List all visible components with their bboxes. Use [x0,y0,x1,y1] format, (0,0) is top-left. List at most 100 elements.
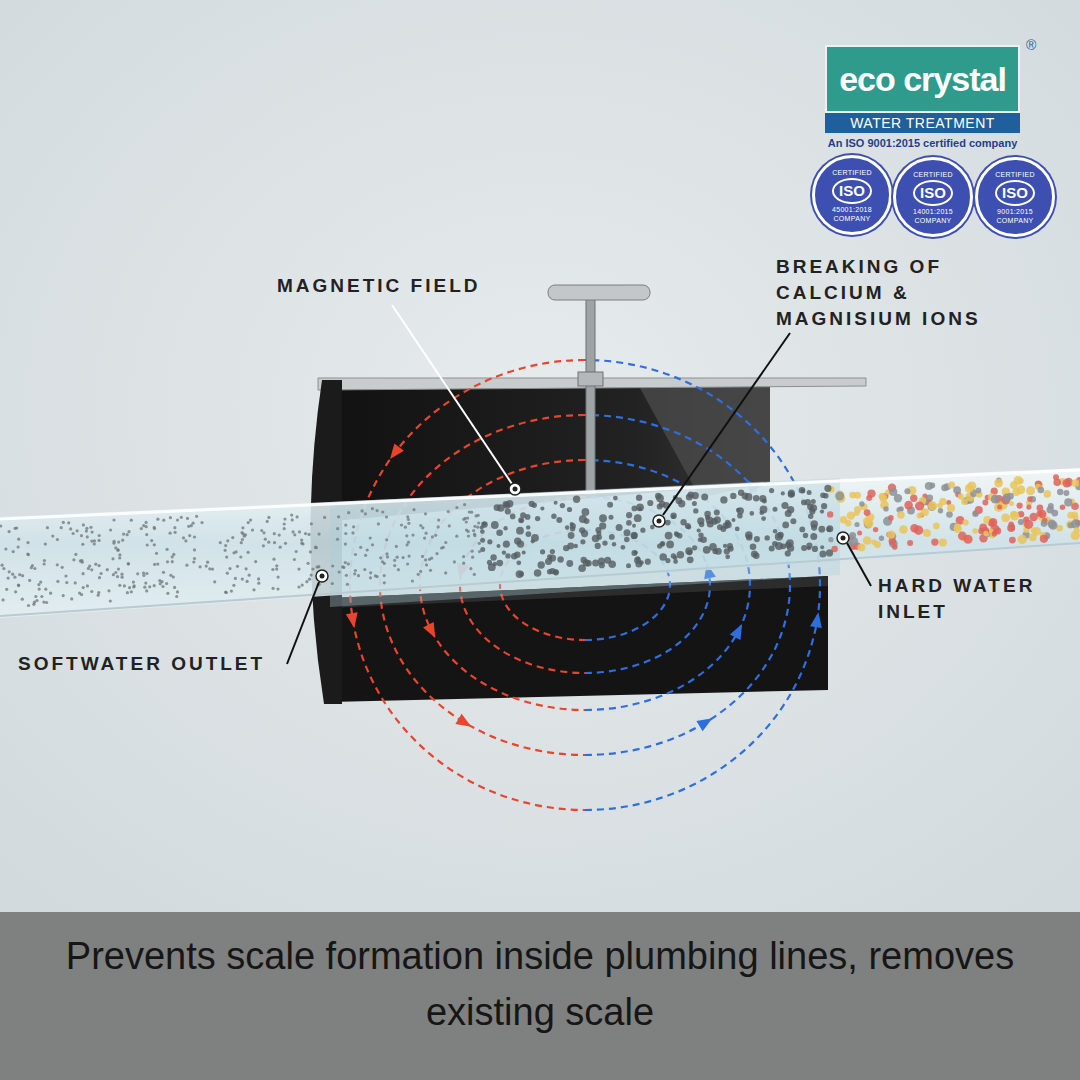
particle [490,554,496,560]
particle [753,495,759,501]
particle [402,556,405,559]
particle [121,576,124,579]
particle [476,526,479,529]
particle [494,504,501,511]
particle [463,503,466,506]
particle [554,501,558,505]
particle [354,553,357,556]
particle [983,531,988,536]
particle [254,560,257,563]
particle [647,500,653,506]
particle [946,511,953,518]
particle [248,574,251,577]
particle [344,561,347,564]
particle [462,562,465,565]
particle [283,527,286,530]
particle [931,538,938,545]
part-label: SOFTWATER OUTLET [18,651,265,677]
particle [284,542,287,545]
particle [941,484,948,491]
particle [145,589,148,592]
particle [889,538,896,545]
particle [361,509,364,512]
particle [275,564,278,567]
particle [425,532,428,535]
particle [162,519,165,522]
particle [631,532,638,539]
particle [874,541,881,548]
particle [0,564,3,567]
particle [97,591,100,594]
particle [241,526,244,529]
particle [100,572,103,575]
particle [636,503,644,511]
particle [174,531,177,534]
particle [132,585,135,588]
particle [769,546,775,552]
particle [811,499,816,504]
particle [184,539,187,542]
particle [826,549,833,556]
field-arrow [385,443,404,462]
particle [976,488,982,494]
particle [383,581,386,584]
particle [994,479,1003,488]
particle [90,540,93,543]
particle [244,533,247,536]
particle [336,527,339,530]
particle [750,544,757,551]
particle [419,570,422,573]
particle [579,527,585,533]
particle [1049,521,1058,530]
particle [746,534,752,540]
particle [38,588,41,591]
particle [297,585,300,588]
particle [371,543,374,546]
particle [761,516,766,521]
particle [130,519,133,522]
particle [62,521,65,524]
particle [241,578,244,581]
particle [780,543,786,549]
particle [240,541,243,544]
particle [292,530,295,533]
particle [873,527,878,532]
particle [1,598,4,601]
particle [665,520,671,526]
particle [938,508,943,513]
particle [166,560,169,563]
particle [187,525,190,528]
particle [1029,533,1037,541]
particle [1010,511,1019,520]
particle [305,580,308,583]
particle [412,508,415,511]
particle [972,511,979,518]
badge-text: CERTIFIED [832,168,872,177]
particle [272,558,275,561]
particle [377,522,380,525]
particle [34,595,37,598]
particle [659,553,667,561]
particle [407,541,410,544]
particle [153,526,156,529]
particle [33,567,36,570]
particle [342,566,345,569]
particle [810,533,817,540]
particle [963,519,969,525]
particle [296,515,299,518]
particle [234,577,237,580]
logo-text: eco crystal [839,60,1006,99]
field-arrow [346,612,360,629]
particle [505,508,511,514]
particle [632,524,636,528]
particle [727,543,733,549]
particle [369,576,372,579]
particle [130,590,133,593]
particle [67,521,70,524]
particle [4,547,7,550]
particle [701,493,708,500]
particle [482,522,486,526]
particle [557,556,563,562]
particle [400,523,403,526]
particle [411,579,414,582]
